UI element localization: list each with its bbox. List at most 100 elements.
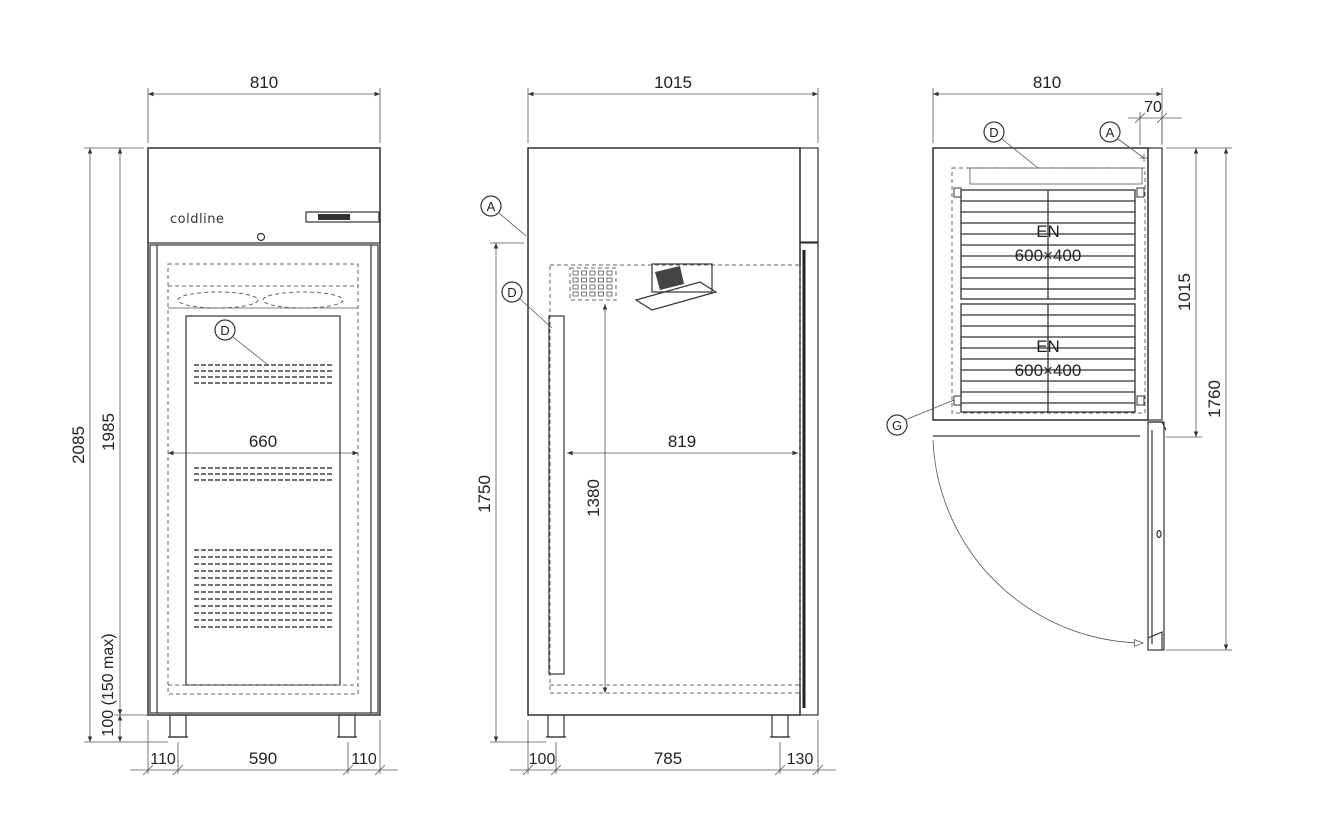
front-tick-3 [342, 764, 354, 776]
lock-icon [256, 232, 266, 242]
evaporator-fin [572, 291, 579, 297]
side-819-label: 819 [668, 432, 696, 451]
top-body-depth-label: 1015 [1175, 273, 1194, 311]
side-callout-a-circle [480, 195, 502, 217]
side-depth-label: 1015 [654, 73, 692, 92]
side-callout-a-leader [498, 212, 527, 237]
side-fan-assembly [634, 263, 718, 311]
side-cabinet-body [527, 147, 801, 716]
top-width-label: 810 [1033, 73, 1061, 92]
front-logo: coldline [170, 212, 224, 227]
top-callout-g-leader [904, 399, 955, 421]
evaporator-fin [572, 284, 579, 290]
tray-support [953, 395, 962, 406]
top-open-door-hinge [1148, 421, 1167, 431]
front-cabinet-body [147, 147, 381, 716]
evaporator-fin [581, 291, 587, 297]
door-swing-arc [932, 439, 1143, 643]
evaporator-fin [581, 270, 587, 276]
top-hinge-clearance-label: 70 [1144, 99, 1162, 116]
evaporator-fin [606, 284, 613, 290]
evaporator-fin [589, 270, 596, 276]
front-tick-2 [172, 764, 184, 776]
side-front-offset-label: 100 [529, 751, 556, 768]
evaporator-fin [598, 291, 604, 297]
controller-screen [318, 214, 350, 220]
side-fan-deflector [634, 281, 718, 311]
front-callout-d: D [220, 323, 229, 338]
tray-support [953, 187, 962, 198]
side-tick-1 [522, 764, 534, 776]
tray-2-standard: EN [1036, 337, 1060, 356]
fan-right [262, 291, 344, 309]
front-body-height-label: 1985 [99, 413, 118, 451]
top-open-depth-label: 1760 [1205, 380, 1224, 418]
tray-support [1136, 187, 1145, 198]
tray-2-size: 600×400 [1015, 361, 1082, 380]
top-open-door-end [1147, 631, 1163, 650]
top-callout-a-mark [1140, 154, 1148, 162]
side-tick-4 [812, 764, 824, 776]
front-width-label: 810 [250, 73, 278, 92]
door-handle-icon [1156, 529, 1162, 539]
front-leg-offset-right-label: 110 [351, 751, 377, 768]
side-tick-3 [774, 764, 786, 776]
top-view: EN 600×400 EN 600×400 D A G 810 70 [886, 73, 1232, 651]
side-inner-compartment [549, 264, 801, 694]
side-leg-front [547, 714, 565, 738]
front-inner-width-label: 660 [249, 432, 277, 451]
top-70-tick-1 [1134, 112, 1146, 124]
top-callout-g-circle [886, 414, 908, 436]
front-leg-offset-left-label: 110 [150, 751, 176, 768]
top-open-door [1147, 421, 1165, 651]
evaporator-fin [598, 270, 604, 276]
tray-1-size: 600×400 [1015, 246, 1082, 265]
front-callout-d-circle [214, 319, 236, 341]
controller-display [305, 211, 380, 223]
top-70-tick-2 [1156, 112, 1168, 124]
top-inner-compartment [951, 167, 1146, 414]
evaporator-fin [581, 284, 587, 290]
top-callout-d-leader [1001, 138, 1039, 169]
front-tick-4 [374, 764, 386, 776]
evaporator-fin [606, 277, 613, 283]
evaporator-fin [589, 284, 596, 290]
side-callout-a: A [487, 199, 496, 214]
side-1380-label: 1380 [584, 479, 603, 517]
side-view: A D 1015 1750 1380 819 [475, 73, 836, 776]
side-callout-d: D [507, 285, 516, 300]
front-tick-1 [142, 764, 154, 776]
side-leg-rear [771, 714, 789, 738]
top-trays [953, 187, 1145, 413]
side-door-top [799, 147, 819, 243]
side-fan-blade [655, 266, 684, 290]
side-callout-d-circle [501, 281, 523, 303]
evaporator-fin [606, 270, 613, 276]
front-inner-compartment [167, 263, 359, 695]
side-leg-span-label: 785 [654, 749, 682, 768]
front-door-frame [149, 244, 379, 714]
front-vent-grilles [194, 364, 333, 628]
evaporator-fin [598, 277, 604, 283]
top-callout-d-circle [983, 121, 1005, 143]
front-callout-d-leader [232, 336, 269, 366]
top-fan-panel [969, 167, 1143, 185]
evaporator-fin [598, 284, 604, 290]
evaporator-fin [581, 277, 587, 283]
top-callout-a-leader [1117, 138, 1145, 159]
front-leg-span-label: 590 [249, 749, 277, 768]
side-fan-housing [651, 263, 713, 293]
evaporator-fin [589, 291, 596, 297]
side-rear-duct [548, 315, 565, 675]
side-rear-offset-label: 130 [787, 751, 814, 768]
evaporator-fin [572, 277, 579, 283]
top-callout-a-circle [1099, 121, 1121, 143]
top-hinge-strip [1147, 147, 1163, 421]
side-tick-2 [550, 764, 562, 776]
front-total-height-label: 2085 [69, 426, 88, 464]
top-callout-g: G [892, 418, 902, 433]
top-callout-a: A [1106, 125, 1115, 140]
evaporator-fin [606, 291, 613, 297]
front-leg-height-label: 100 (150 max) [100, 633, 117, 736]
